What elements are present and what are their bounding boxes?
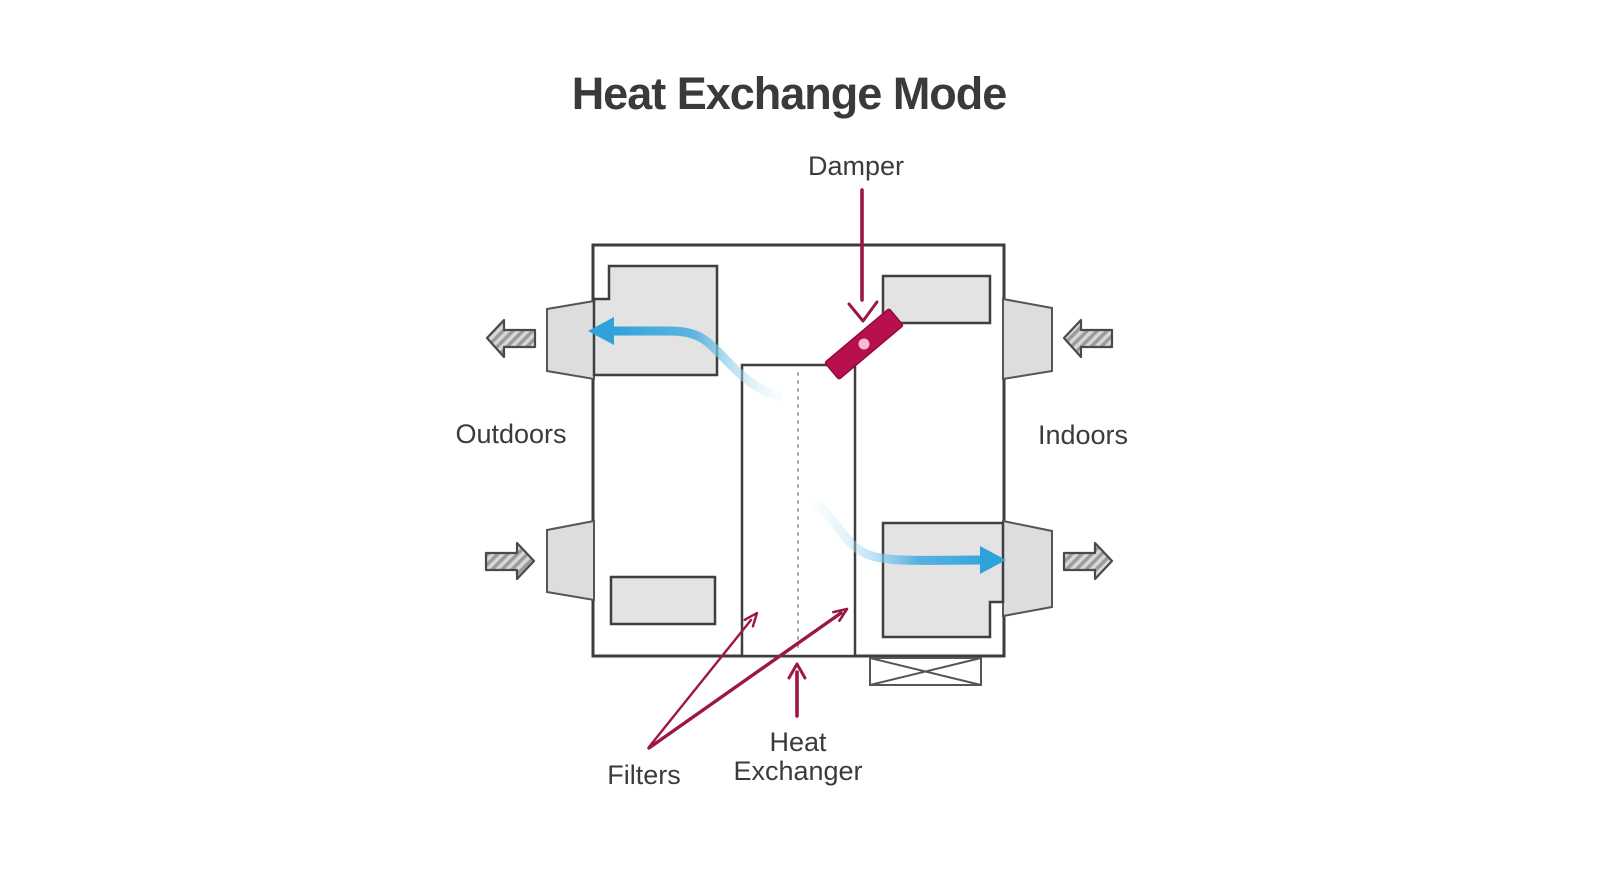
heat-exchanger-label-line1: Heat — [769, 727, 827, 757]
heat-exchanger-label-line2: Exchanger — [733, 756, 863, 786]
duct-indoors-bottom — [1002, 519, 1053, 618]
airflow-blue-bottom-right-icon — [812, 500, 1006, 574]
filter-block-bottom-left — [609, 575, 717, 626]
duct-funnels — [546, 297, 1053, 618]
pointer-arrows — [647, 188, 879, 750]
damper-label: Damper — [807, 151, 905, 181]
filter-block-top-left — [592, 264, 719, 377]
filter-block-top-right — [881, 274, 992, 325]
filters-pointer-arrow-left-icon — [647, 611, 759, 749]
duct-outdoors-bottom — [546, 519, 595, 602]
fan-crossed-box — [869, 657, 982, 686]
arrow-right-hatched-indoors-bottom-icon — [1062, 541, 1114, 581]
filter-block-bottom-right — [881, 521, 1005, 639]
arrow-left-hatched-outdoors-top-icon — [485, 318, 537, 359]
duct-outdoors-top — [546, 299, 595, 381]
damper-pointer-arrow-icon — [847, 188, 879, 323]
arrow-right-hatched-outdoors-bottom-icon — [484, 541, 536, 581]
filter-blocks — [592, 264, 1005, 639]
page-title: Heat Exchange Mode — [571, 68, 1008, 119]
arrow-left-hatched-indoors-top-icon — [1062, 318, 1114, 359]
indoors-label: Indoors — [1037, 420, 1129, 450]
airflow-blue-top-left-icon — [588, 317, 783, 401]
damper-pivot-dot — [858, 338, 870, 350]
outdoors-label: Outdoors — [455, 419, 567, 449]
heat-exchanger-pointer-arrow-icon — [787, 662, 807, 718]
damper-icon — [824, 308, 904, 380]
duct-indoors-top — [1002, 297, 1053, 381]
filters-pointer-arrow-right-icon — [647, 607, 849, 750]
hatched-arrows — [484, 318, 1114, 581]
heat-exchanger-label: Heat Exchanger — [718, 728, 878, 786]
filters-label: Filters — [607, 760, 681, 790]
